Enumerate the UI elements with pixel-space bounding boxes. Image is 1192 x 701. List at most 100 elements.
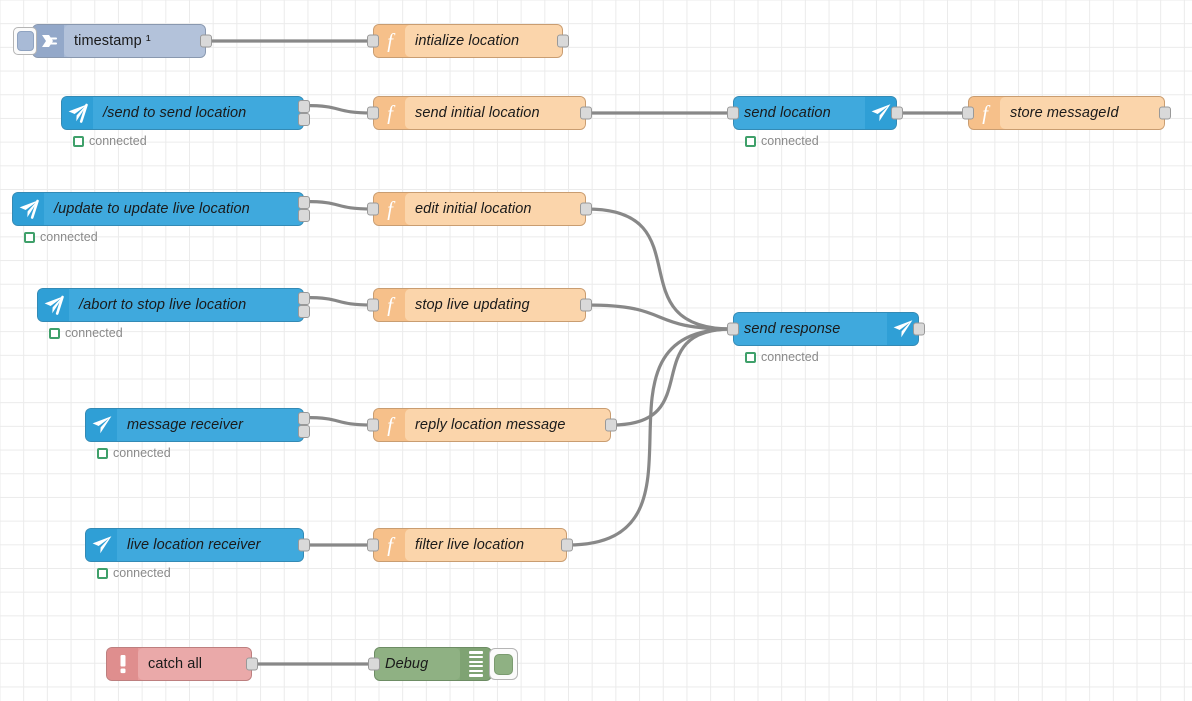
status-update-command: connected	[24, 230, 98, 244]
node-store-messageid[interactable]: f store messageId	[962, 96, 1171, 130]
function-f-icon: f	[374, 409, 405, 441]
status-indicator-icon	[73, 135, 84, 147]
output-port-send-initial-location[interactable]	[580, 106, 592, 120]
node-send-response[interactable]: send response	[727, 312, 925, 346]
status-indicator-icon	[97, 447, 108, 459]
telegram-plane-icon	[86, 409, 117, 441]
function-f-icon: f	[374, 529, 405, 561]
output-port-send-command-2[interactable]	[298, 113, 310, 126]
svg-text:f: f	[387, 30, 396, 52]
node-body: intialize location	[405, 25, 562, 57]
input-port-filter-live-location[interactable]	[367, 538, 379, 552]
input-port-edit-initial-location[interactable]	[367, 202, 379, 216]
function-f-icon: f	[374, 193, 405, 225]
output-port-update-command-2[interactable]	[298, 209, 310, 222]
node-catch-all[interactable]: catch all	[106, 647, 258, 681]
node-label-edit-initial-location: edit initial location	[415, 201, 532, 217]
node-send-initial-location[interactable]: f send initial location	[367, 96, 592, 130]
status-indicator-icon	[745, 351, 756, 363]
input-port-send-location[interactable]	[727, 106, 739, 120]
node-label-send-response: send response	[744, 321, 841, 337]
status-message-receiver: connected	[97, 446, 171, 460]
node-reply-location-message[interactable]: f reply location message	[367, 408, 617, 442]
output-port-abort-command-2[interactable]	[298, 305, 310, 318]
svg-text:f: f	[387, 102, 396, 124]
wire-edit-initial-location-to-send-response	[585, 207, 734, 331]
status-send-location: connected	[745, 134, 819, 148]
node-body: edit initial location	[405, 193, 585, 225]
output-port-reply-location-message[interactable]	[605, 418, 617, 432]
inject-trigger-button[interactable]	[13, 27, 37, 55]
input-port-store-messageid[interactable]	[962, 106, 974, 120]
output-port-edit-initial-location[interactable]	[580, 202, 592, 216]
node-intialize-location[interactable]: f intialize location	[367, 24, 569, 58]
node-body: store messageId	[1000, 97, 1164, 129]
node-message-receiver[interactable]: message receiver	[85, 408, 310, 442]
node-timestamp[interactable]: timestamp ¹	[13, 24, 212, 58]
telegram-command-icon	[38, 289, 69, 321]
status-send-response: connected	[745, 350, 819, 364]
output-port-send-location[interactable]	[891, 106, 903, 120]
node-update-command[interactable]: /update to update live location	[12, 192, 310, 226]
wire-update-command-to-edit-initial-location	[303, 199, 374, 211]
output-port-send-command-1[interactable]	[298, 100, 310, 113]
output-port-catch-all[interactable]	[246, 657, 258, 671]
node-label-update-command: /update to update live location	[54, 201, 250, 217]
node-label-abort-command: /abort to stop live location	[79, 297, 247, 313]
node-label-stop-live-updating: stop live updating	[415, 297, 530, 313]
debug-toggle-button[interactable]	[489, 648, 518, 680]
wire-message-receiver-to-reply-location-message	[303, 415, 374, 427]
node-label-message-receiver: message receiver	[127, 417, 244, 433]
output-port-message-receiver-1[interactable]	[298, 412, 310, 425]
node-body: send initial location	[405, 97, 585, 129]
node-body: send response	[734, 313, 887, 345]
input-port-send-response[interactable]	[727, 322, 739, 336]
input-port-send-initial-location[interactable]	[367, 106, 379, 120]
node-label-send-location: send location	[744, 105, 831, 121]
function-f-icon: f	[969, 97, 1000, 129]
output-port-stop-live-updating[interactable]	[580, 298, 592, 312]
svg-text:f: f	[387, 294, 396, 316]
status-label: connected	[113, 446, 171, 460]
telegram-command-icon	[13, 193, 44, 225]
node-label-intialize-location: intialize location	[415, 33, 520, 49]
svg-text:f: f	[982, 102, 991, 124]
output-port-store-messageid[interactable]	[1159, 106, 1171, 120]
node-stop-live-updating[interactable]: f stop live updating	[367, 288, 592, 322]
status-send-command: connected	[73, 134, 147, 148]
node-live-location-receiver[interactable]: live location receiver	[85, 528, 310, 562]
node-body: catch all	[138, 648, 251, 680]
output-port-abort-command-1[interactable]	[298, 292, 310, 305]
node-body: send location	[734, 97, 865, 129]
node-label-catch-all: catch all	[148, 656, 203, 672]
node-abort-command[interactable]: /abort to stop live location	[37, 288, 310, 322]
status-label: connected	[761, 350, 819, 364]
telegram-plane-icon	[887, 313, 918, 345]
node-send-location[interactable]: send location	[727, 96, 903, 130]
node-label-send-initial-location: send initial location	[415, 105, 540, 121]
output-port-send-response[interactable]	[913, 322, 925, 336]
input-port-debug[interactable]	[368, 657, 380, 671]
output-port-update-command-1[interactable]	[298, 196, 310, 209]
output-port-live-location-receiver[interactable]	[298, 538, 310, 552]
telegram-command-icon	[62, 97, 93, 129]
output-port-filter-live-location[interactable]	[561, 538, 573, 552]
node-body: /abort to stop live location	[69, 289, 303, 321]
node-edit-initial-location[interactable]: f edit initial location	[367, 192, 592, 226]
status-abort-command: connected	[49, 326, 123, 340]
function-f-icon: f	[374, 25, 405, 57]
input-port-stop-live-updating[interactable]	[367, 298, 379, 312]
output-port-intialize-location[interactable]	[557, 34, 569, 48]
output-port-message-receiver-2[interactable]	[298, 425, 310, 438]
node-debug[interactable]: Debug	[368, 647, 518, 681]
output-port-timestamp[interactable]	[200, 34, 212, 48]
input-port-reply-location-message[interactable]	[367, 418, 379, 432]
debug-lines-icon	[468, 651, 483, 677]
input-port-intialize-location[interactable]	[367, 34, 379, 48]
status-label: connected	[89, 134, 147, 148]
node-send-command[interactable]: /send to send location	[61, 96, 310, 130]
status-indicator-icon	[97, 567, 108, 579]
node-label-reply-location-message: reply location message	[415, 417, 566, 433]
